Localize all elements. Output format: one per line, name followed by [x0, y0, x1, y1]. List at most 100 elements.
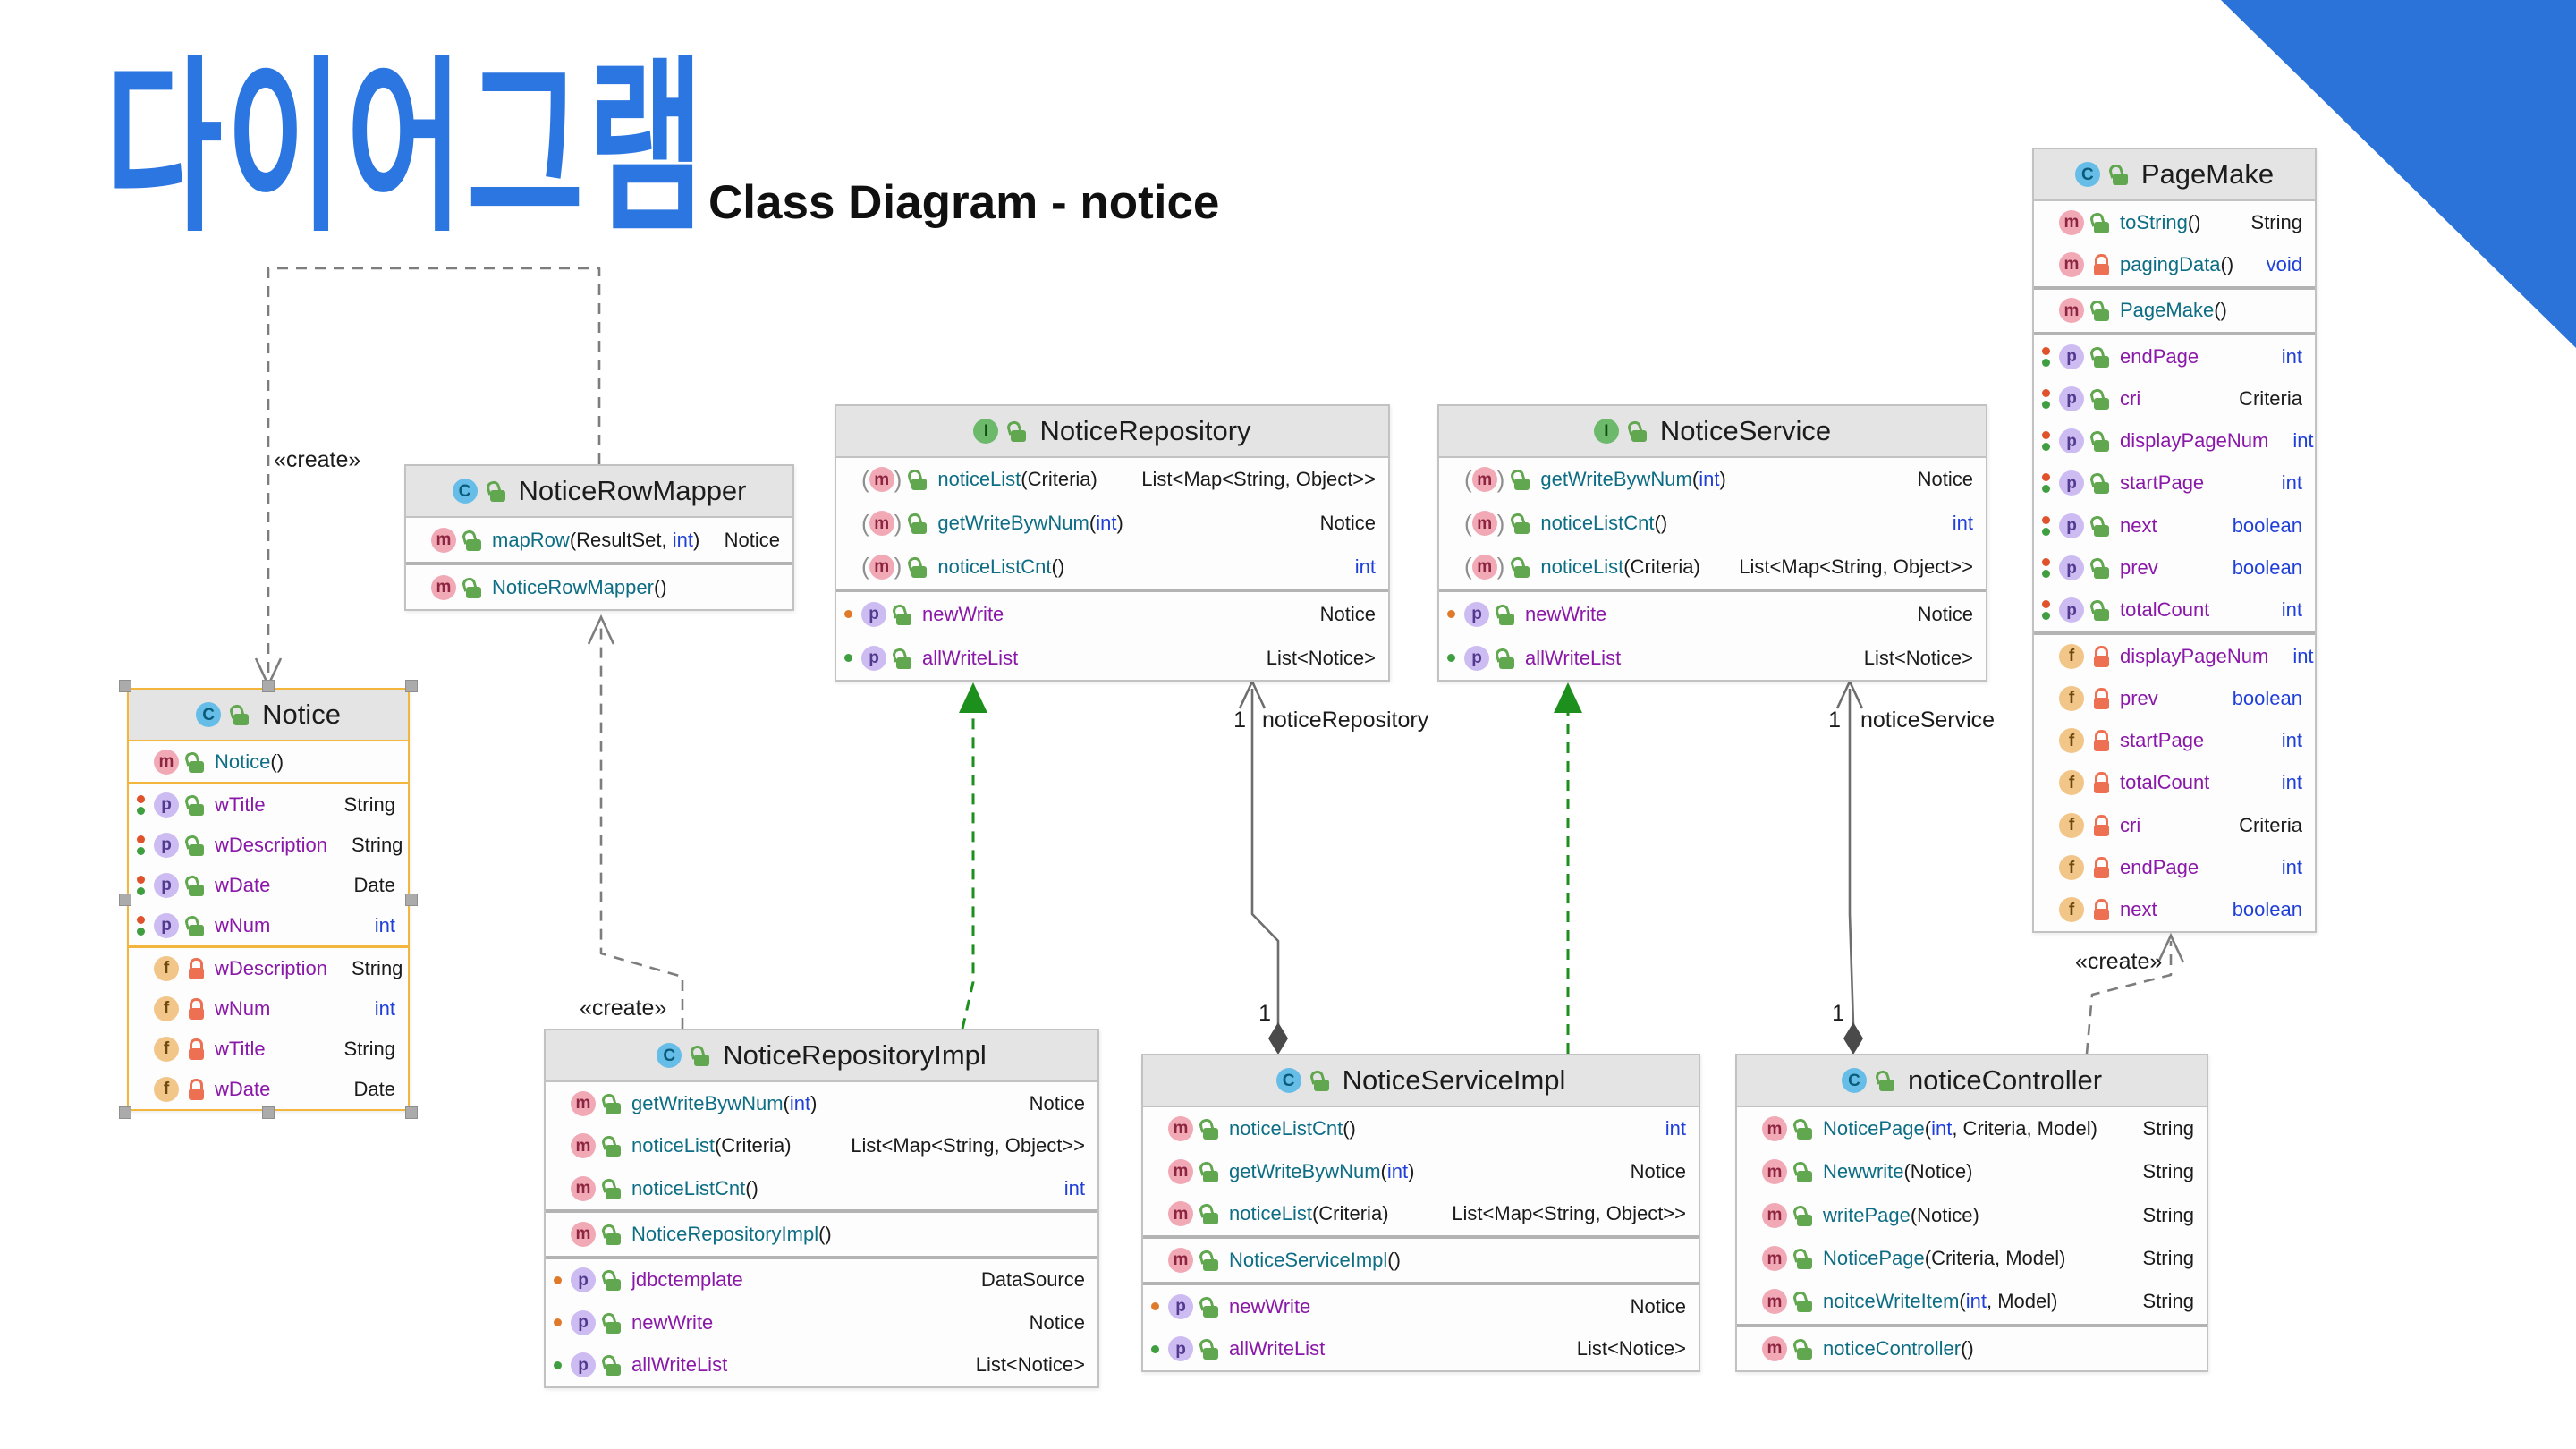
- accessor-dots: [2041, 600, 2051, 621]
- member-row-getWriteBywNum[interactable]: (m)getWriteBywNum(int)Notice: [836, 502, 1388, 546]
- member-type: List<Notice>: [1863, 646, 1973, 669]
- public-lock-icon: [1874, 1069, 1897, 1092]
- member-signature: allWriteList: [631, 1353, 728, 1377]
- selection-handle[interactable]: [262, 680, 275, 692]
- member-row-noticeList[interactable]: (m)noticeList(Criteria)List<Map<String, …: [836, 458, 1388, 502]
- selection-handle[interactable]: [405, 893, 418, 906]
- method-icon: m: [2059, 209, 2084, 235]
- accessor-dots: [1150, 1302, 1160, 1310]
- member-signature: NoticePage(Criteria, Model): [1823, 1247, 2066, 1270]
- private-lock-icon: [187, 957, 207, 980]
- selection-handle[interactable]: [119, 680, 131, 692]
- selection-handle[interactable]: [119, 893, 131, 906]
- abstract-method-icon: (m): [861, 553, 902, 580]
- member-type: String: [2142, 1203, 2194, 1226]
- member-row-noticeListCnt[interactable]: (m)noticeListCnt()int: [836, 546, 1388, 589]
- public-lock-icon: [1792, 1290, 1815, 1313]
- member-type: void: [2266, 252, 2302, 275]
- member-row-noticeListCnt[interactable]: (m)noticeListCnt()int: [1439, 502, 1986, 546]
- member-signature: noticeList(Criteria): [1229, 1202, 1389, 1225]
- green-dot: [137, 846, 145, 855]
- selection-handle[interactable]: [119, 1106, 131, 1119]
- selection-handle[interactable]: [262, 1106, 275, 1119]
- member-row-getWriteBywNum[interactable]: (m)getWriteBywNum(int)Notice: [1439, 458, 1986, 502]
- selection-handle[interactable]: [405, 1106, 418, 1119]
- selection-handle[interactable]: [405, 680, 418, 692]
- connector-label: «create»: [580, 996, 666, 1021]
- member-row-noticeList[interactable]: (m)noticeList(Criteria)List<Map<String, …: [1439, 546, 1986, 589]
- member-type: String: [2142, 1247, 2194, 1270]
- green-dot: [2042, 527, 2050, 536]
